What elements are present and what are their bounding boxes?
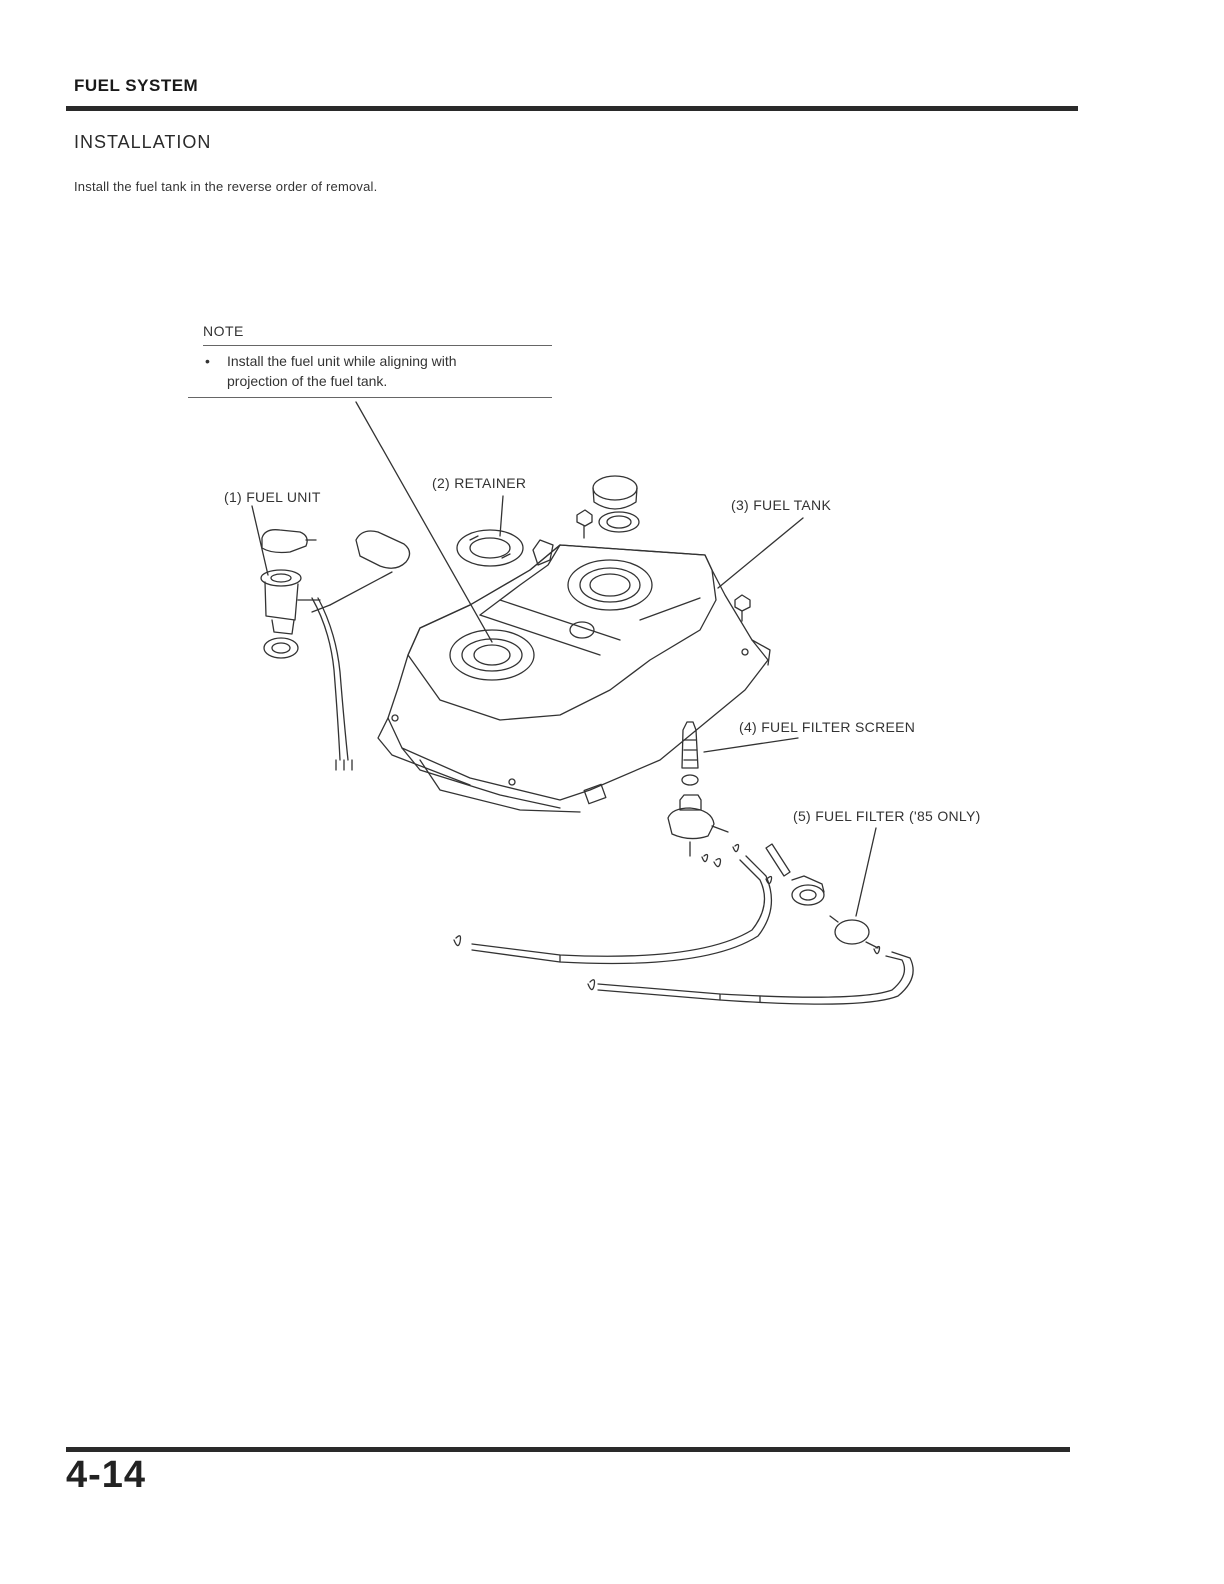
intro-text: Install the fuel tank in the reverse ord… (74, 179, 377, 194)
filler-cap-drawing (593, 476, 639, 532)
header-rule (66, 106, 1078, 111)
callout-fuel-filter-screen: (4) FUEL FILTER SCREEN (739, 719, 915, 735)
fuel-tank-leader (718, 518, 803, 588)
fuel-unit-drawing (261, 530, 410, 770)
cap-bolt-drawing (577, 510, 592, 538)
callout-leaders (252, 496, 876, 916)
fuel-hoses-drawing (472, 856, 913, 1004)
hose-clips-drawing (454, 845, 880, 990)
section-title: FUEL SYSTEM (74, 76, 198, 96)
note-leader-line (356, 402, 492, 642)
retainer-leader (500, 496, 503, 536)
note-text: • Install the fuel unit while aligning w… (188, 346, 552, 398)
note-title: NOTE (203, 323, 552, 346)
fuel-unit-leader (252, 506, 268, 575)
callout-fuel-unit: (1) FUEL UNIT (224, 489, 321, 505)
footer-rule (66, 1447, 1070, 1452)
fuel-filter-screen-drawing (668, 722, 728, 856)
note-box: NOTE • Install the fuel unit while align… (188, 323, 552, 398)
note-line-2: projection of the fuel tank. (227, 371, 552, 391)
fuel-tank-drawing (378, 540, 770, 812)
retainer-drawing (457, 530, 523, 566)
fuel-filter-screen-leader (704, 738, 798, 752)
callout-fuel-tank: (3) FUEL TANK (731, 497, 831, 513)
note-line-1: Install the fuel unit while aligning wit… (227, 351, 552, 371)
subsection-title: INSTALLATION (74, 132, 211, 153)
page-number: 4-14 (66, 1454, 146, 1497)
side-bolt-drawing (735, 595, 750, 621)
note-bullet: • (205, 351, 210, 371)
callout-fuel-filter: (5) FUEL FILTER ('85 ONLY) (793, 808, 981, 824)
callout-retainer: (2) RETAINER (432, 475, 526, 491)
fuel-filter-leader (856, 828, 876, 916)
fuel-filter-drawing (766, 844, 878, 948)
